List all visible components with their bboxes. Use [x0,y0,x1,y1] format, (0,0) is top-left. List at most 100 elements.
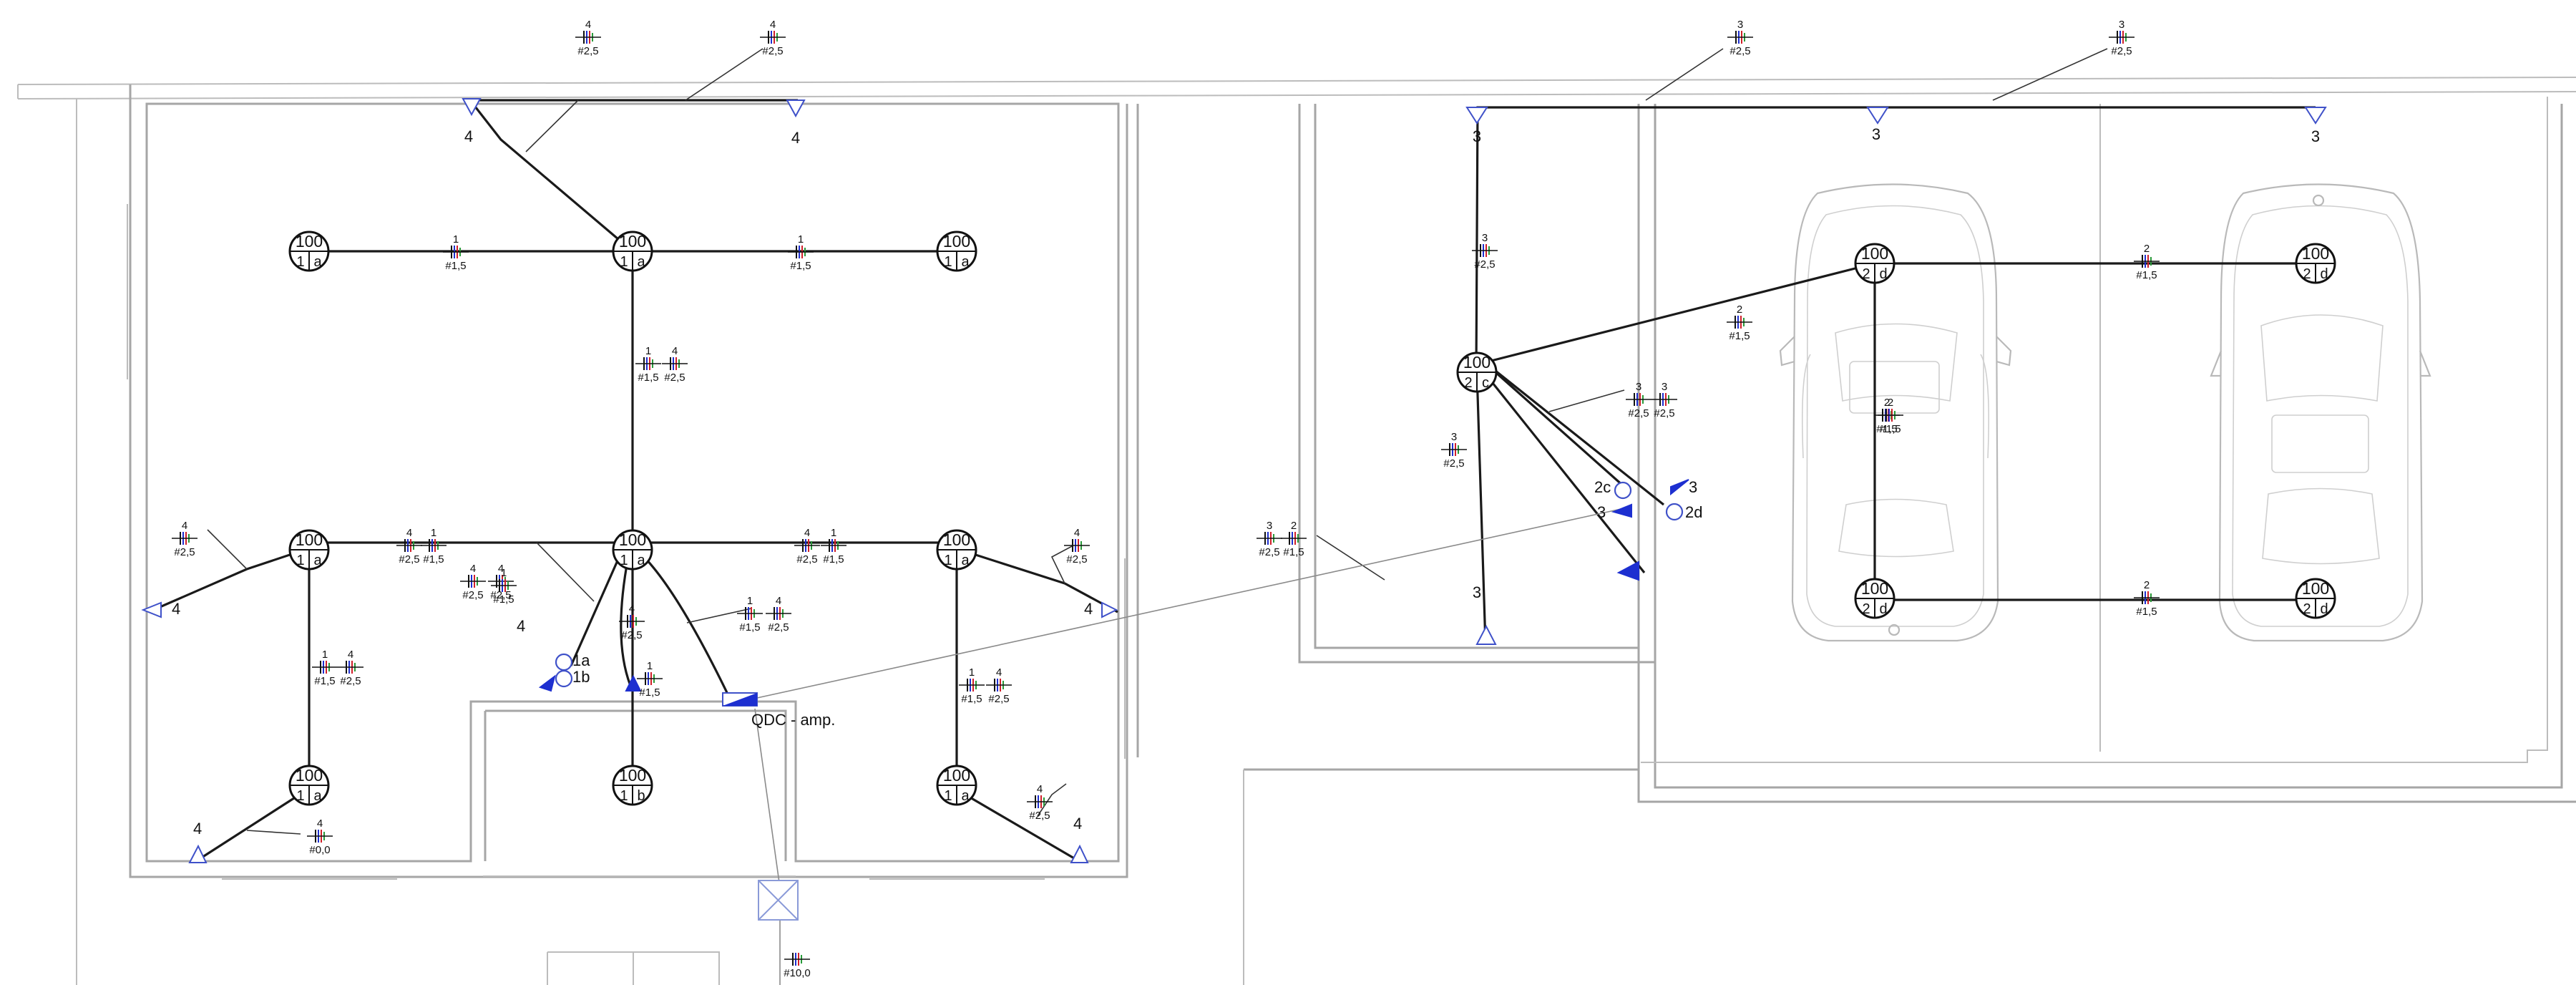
svg-text:3: 3 [2311,127,2320,145]
wire-label-circuit: 1 [645,345,651,357]
wire-label-circuit: 2 [2144,243,2150,255]
luminaire-circuit: 1 [620,254,628,270]
luminaire-switch: d [1879,266,1887,282]
wire-label-circuit: 1 [747,595,753,607]
luminaire-circuit: 2 [2303,601,2311,617]
wire-label-section: #2,5 [621,629,642,641]
car-right-outline [2210,183,2431,642]
luminaire-power: 100 [619,766,646,785]
wire-label-circuit: 4 [996,666,1002,679]
wire-label-circuit: 4 [585,19,591,31]
cable-conductor-icon [1256,531,1283,545]
wire-label-section: #2,5 [340,675,361,687]
switch-1b-icon [555,669,573,688]
wire-label-circuit: 4 [348,649,353,661]
wire-label-section: #1,5 [1880,423,1901,435]
wire-label-section: #1,5 [423,553,444,566]
luminaire-circuit: 2 [1862,601,1870,617]
cable-conductor-icon [1440,442,1468,457]
wire-label-section: #1,5 [493,593,514,606]
luminaire-switch: a [961,788,970,804]
switch-2d-icon [1665,503,1684,521]
luminaire-switch: a [961,553,970,568]
svg-text:4: 4 [172,600,180,618]
wire-label-circuit: 1 [322,649,328,661]
wire-label-circuit: 4 [406,527,412,539]
luminaire-power: 100 [619,232,646,251]
cable-conductor-icon [759,30,786,44]
luminaire-switch: a [961,254,970,270]
wire-label: 3#2,5 [1651,381,1678,419]
svg-text:4: 4 [517,617,525,635]
svg-text:3: 3 [1872,125,1880,143]
wire-label-circuit: 4 [770,19,776,31]
cable-conductor-icon [765,606,792,621]
wire-label-section: #2,5 [577,45,598,57]
luminaire-switch: d [2320,266,2328,282]
wire-label: 4#2,5 [396,527,423,566]
wire-label-section: #2,5 [664,372,685,384]
wire-label-circuit: 3 [1636,381,1641,393]
cable-conductor-icon [171,531,198,545]
luminaire-power: 100 [2302,244,2329,263]
svg-text:3: 3 [1473,127,1481,145]
luminaire-switch: b [637,788,645,804]
cable-conductor-icon [784,952,811,966]
luminaire-power: 100 [296,766,323,785]
wire-label: 4#0,0 [306,817,333,856]
wire-label: 4 #2,5 [575,19,602,57]
luminaire-power: 100 [1463,353,1491,372]
luminaire-power: 100 [943,530,970,549]
cable-conductor-icon [575,30,602,44]
luminaire-switch: a [637,553,645,568]
outlet-triangle-icon [1475,624,1497,645]
wire-label-circuit: 4 [498,563,504,575]
wire-label-circuit: 1 [831,527,836,539]
wiring-circuit-1 [151,99,1118,863]
outlet-filled-icon [1616,561,1639,581]
wire-label-section: #1,5 [639,686,660,699]
wire-label: 4#2,5 [985,666,1013,705]
wire-labels: 4#2,54#2,51#1,51#1,51#1,54#2,54#2,51#1,5… [171,19,2160,979]
wire-label: 1#1,5 [736,595,763,634]
wire-label-circuit: 2 [2144,579,2150,591]
wire-label-section: #1,5 [2136,269,2157,281]
outlet-filled-icon [538,674,556,692]
luminaire-power: 100 [1861,244,1888,263]
wire-label: 4#2,5 [487,563,514,601]
wire-label-section: #1,5 [961,693,982,705]
svg-text:3: 3 [1689,478,1697,496]
wire-label: 2#1,5 [1726,304,1753,342]
wire-label-section: #1,5 [1876,423,1897,435]
cable-conductor-icon [794,538,821,553]
wire-label-section: #2,5 [1443,457,1464,470]
svg-text:2d: 2d [1685,503,1702,521]
outlet-filled-icon [1611,503,1632,518]
wire-label-section: #2,5 [1259,546,1279,558]
cable-conductor-icon [958,678,985,692]
wire-label-section: #2,5 [1729,45,1750,57]
cable-conductor-icon [820,538,847,553]
cable-conductor-icon [1063,538,1091,553]
wire-label: 3#2,5 [1625,381,1652,419]
luminaire-circuit: 1 [944,553,952,568]
wire-label-section: #2,5 [1654,407,1674,419]
wire-label-section: #1,5 [638,372,658,384]
wire-label-circuit: 1 [501,567,507,579]
luminaire-power: 100 [943,232,970,251]
wire-label-section: #1,5 [445,260,466,272]
outlet-filled-icon [625,674,642,692]
junction-box-symbol [758,880,799,921]
luminaire-circuit: 1 [296,553,304,568]
svg-text:1b: 1b [572,668,590,686]
wire-label: 1#1,5 [636,660,663,699]
wire-label-circuit: 4 [672,345,678,357]
wire-label-circuit: 2 [1884,397,1890,409]
